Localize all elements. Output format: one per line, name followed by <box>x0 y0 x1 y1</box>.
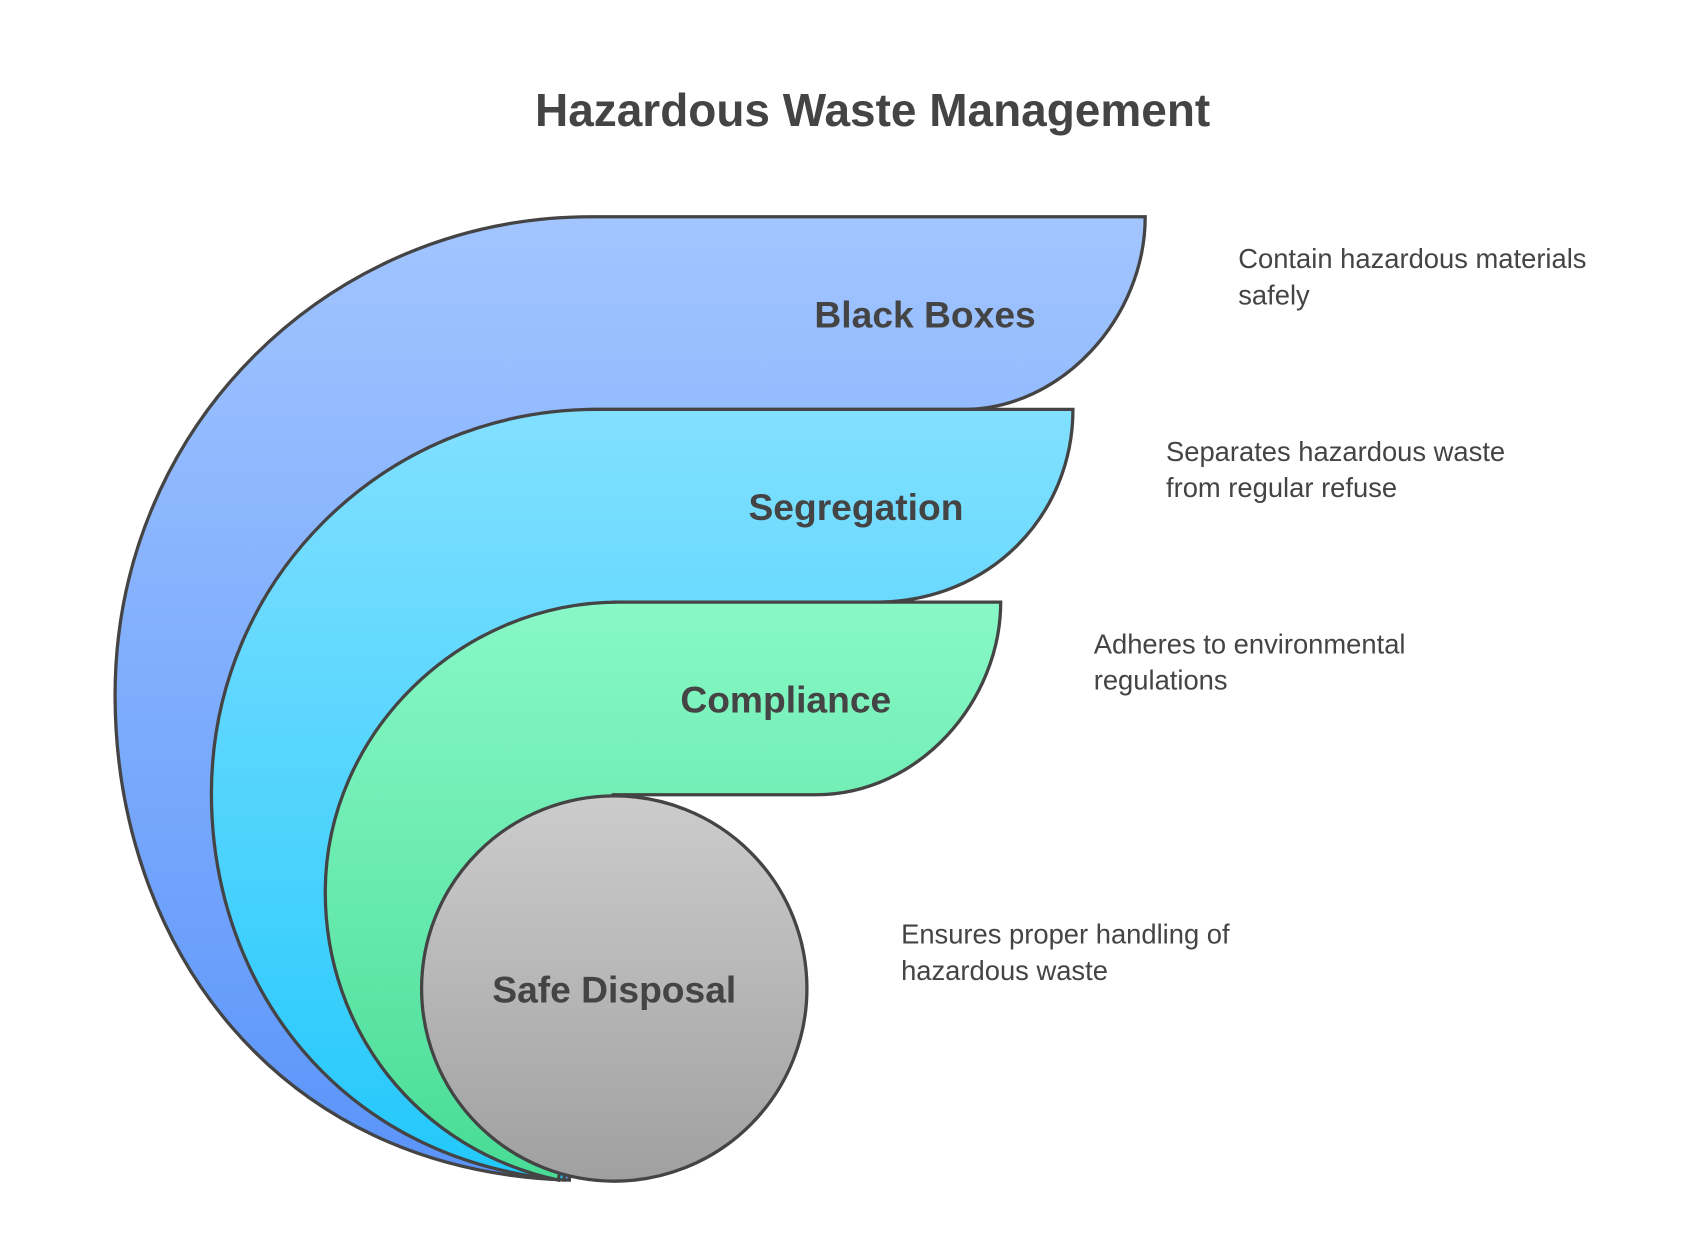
description-line: Separates hazardous waste <box>1166 436 1505 467</box>
description-line: Adheres to environmental <box>1094 629 1406 660</box>
description-line: Contain hazardous materials <box>1238 243 1586 274</box>
description-line: hazardous waste <box>901 955 1108 986</box>
layer-label: Segregation <box>748 486 963 528</box>
description-line: Ensures proper handling of <box>901 919 1230 950</box>
layer-label: Compliance <box>680 679 891 721</box>
diagram-title: Hazardous Waste Management <box>535 84 1210 136</box>
layer-label: Black Boxes <box>814 293 1035 335</box>
description-line: from regular refuse <box>1166 472 1397 503</box>
description-line: regulations <box>1094 665 1228 696</box>
description-line: safely <box>1238 279 1310 310</box>
layer-safe-disposal <box>419 794 809 1183</box>
layer-label: Safe Disposal <box>492 969 736 1011</box>
